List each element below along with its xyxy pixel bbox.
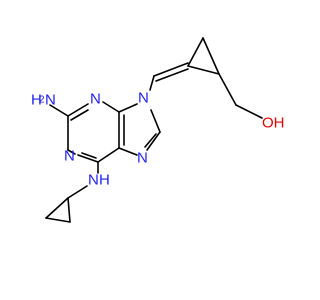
h2n-h-label: H (31, 92, 42, 109)
n9-label: N (138, 90, 149, 107)
nh-h-label: H (99, 172, 110, 189)
h2n-label: H 2 N (31, 92, 56, 109)
hydroxyl-label: OH (262, 115, 285, 132)
bond (67, 103, 89, 117)
h2n-sub-label: 2 (39, 95, 45, 106)
bond (149, 75, 155, 91)
pyrimidine-n-top-label: N (90, 91, 101, 108)
bond (202, 37, 220, 75)
nh-label: N H (88, 172, 110, 189)
bond (146, 131, 161, 151)
bond (67, 149, 76, 155)
bond (45, 197, 69, 219)
bond (187, 37, 204, 67)
bond (118, 147, 138, 156)
cyclopropylamino (45, 161, 99, 223)
bond (67, 185, 88, 199)
h2n-n-label: N (45, 92, 56, 109)
bond (150, 109, 161, 133)
bond (67, 197, 71, 223)
methylidene-cyclopropane (149, 37, 263, 119)
background (0, 0, 300, 300)
bond (77, 154, 99, 163)
bond (45, 217, 71, 223)
bond (97, 147, 120, 163)
bond (144, 133, 157, 148)
imidazole-ring (118, 103, 161, 156)
molecule-diagram: H 2 N N N N N N H OH (0, 0, 300, 300)
bond (102, 101, 120, 113)
bond (187, 65, 220, 75)
bond (70, 109, 89, 121)
bond (118, 103, 138, 113)
pyrimidine-ring (67, 101, 125, 163)
bond (153, 62, 189, 77)
nh-n-label: N (88, 172, 99, 189)
bond (155, 68, 189, 82)
bond (81, 152, 97, 159)
bond (218, 73, 237, 106)
pyrimidine-n-bottom-label: N (64, 148, 75, 165)
amino-bond (49, 104, 69, 117)
bond (235, 104, 263, 119)
n7-label: N (137, 150, 148, 167)
